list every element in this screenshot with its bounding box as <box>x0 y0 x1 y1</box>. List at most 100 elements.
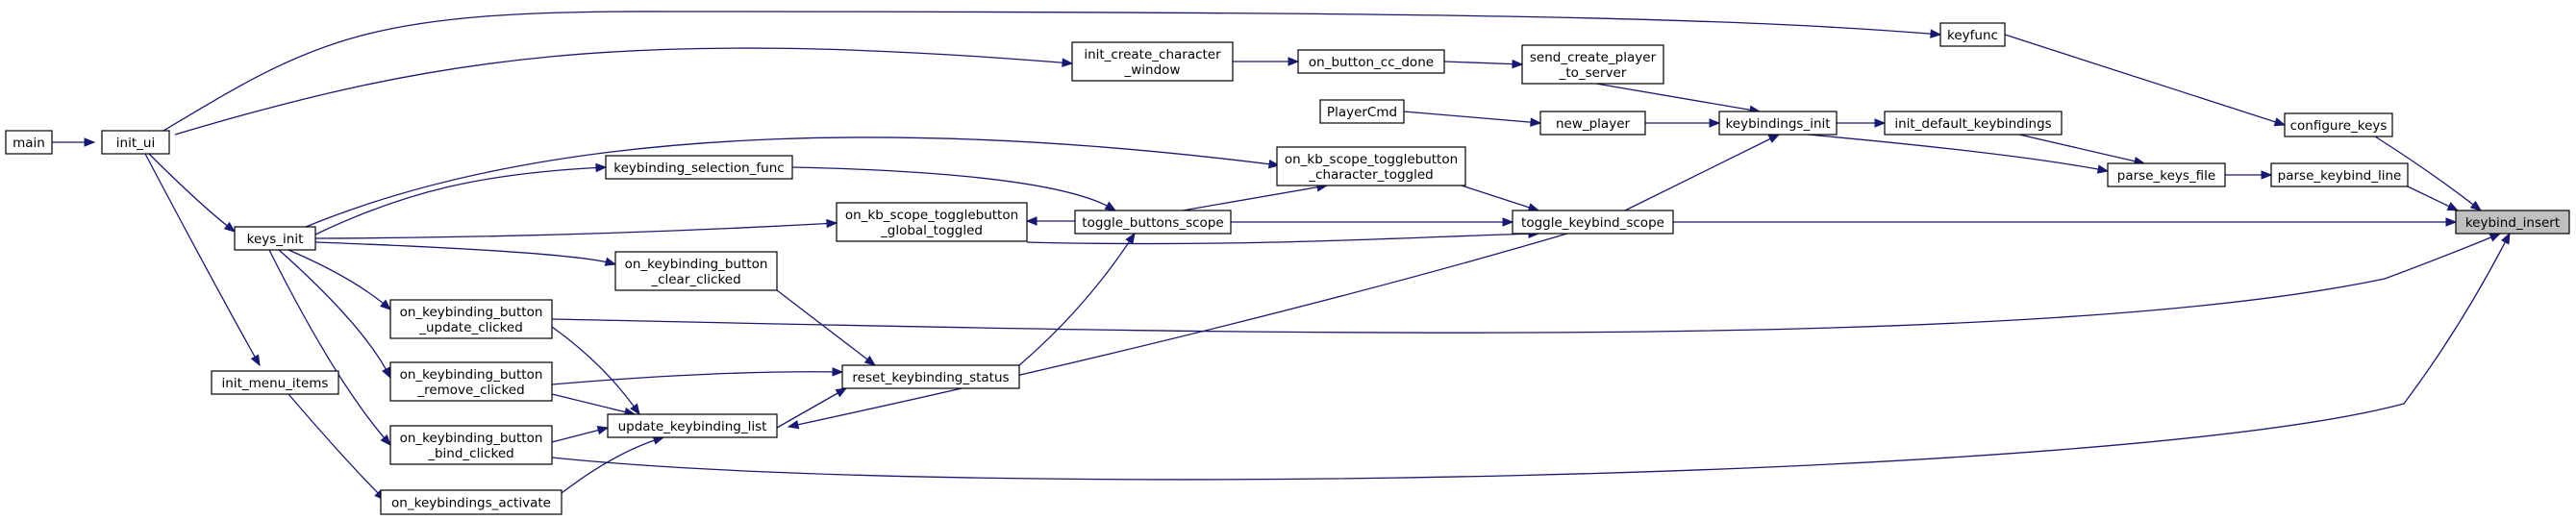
call-edge <box>776 387 847 429</box>
edge-arrowhead <box>1267 159 1281 169</box>
node-configure-keys[interactable]: configure_keys <box>2284 112 2393 137</box>
call-edge <box>1595 83 1761 112</box>
call-edge <box>551 233 2511 481</box>
node-box <box>211 370 339 395</box>
call-edge <box>2004 34 2286 126</box>
edge-arrowhead <box>2445 217 2458 227</box>
node-box <box>2455 210 2570 235</box>
node-box <box>389 299 553 339</box>
node-label: toggle_keybind_scope <box>1521 215 1664 231</box>
node-send-create-player-to-server[interactable]: send_create_player_to_server <box>1521 44 1664 85</box>
node-main[interactable]: main <box>5 130 53 155</box>
node-label: _bind_clicked <box>427 446 514 461</box>
edge-arrowhead <box>595 162 608 173</box>
call-edge <box>1182 185 1328 211</box>
edge-arrowhead <box>2273 117 2287 127</box>
edge-arrowhead <box>1874 118 1887 128</box>
call-edge <box>1624 134 1780 211</box>
node-box <box>380 489 563 515</box>
node-keybinding-selection-func[interactable]: keybinding_selection_func <box>605 155 793 180</box>
edge-arrowhead <box>2446 202 2460 211</box>
edge-arrowhead <box>1709 118 1721 128</box>
call-edge <box>1443 61 1523 65</box>
node-label: keyfunc <box>1947 28 1998 43</box>
call-edge <box>551 393 636 415</box>
node-label: init_ui <box>116 136 155 151</box>
node-box <box>836 202 1028 242</box>
node-box <box>1074 210 1232 235</box>
node-label: init_default_keybindings <box>1894 116 2051 132</box>
node-on-keybinding-button-update-clicked[interactable]: on_keybinding_button_update_clicked <box>389 299 553 339</box>
node-label: _remove_clicked <box>416 383 524 398</box>
node-box <box>234 226 316 251</box>
node-init-default-keybindings[interactable]: init_default_keybindings <box>1884 111 2063 136</box>
node-label: init_create_character <box>1084 47 1221 62</box>
edge-arrowhead <box>381 366 391 380</box>
node-init-create-character-window[interactable]: init_create_character_window <box>1071 41 1234 82</box>
node-label: _update_clicked <box>418 320 523 335</box>
node-on-keybinding-button-bind-clicked[interactable]: on_keybinding_button_bind_clicked <box>389 425 553 465</box>
node-label: on_kb_scope_togglebutton <box>1285 152 1458 167</box>
node-new-player[interactable]: new_player <box>1539 111 1646 136</box>
call-edge <box>278 249 391 379</box>
node-on-kb-scope-togglebutton-global-toggled[interactable]: on_kb_scope_togglebutton_global_toggled <box>836 202 1028 242</box>
node-label: keybind_insert <box>2465 215 2560 231</box>
node-on-keybindings-activate[interactable]: on_keybindings_activate <box>380 489 563 515</box>
node-box <box>841 364 1020 389</box>
edge-arrowhead <box>223 221 237 233</box>
call-edge <box>2018 134 2145 164</box>
edge-arrowhead <box>84 137 96 147</box>
call-edge <box>174 47 1073 136</box>
node-parse-keybind-line[interactable]: parse_keybind_line <box>2270 162 2409 187</box>
node-init-ui[interactable]: init_ui <box>101 130 170 155</box>
node-toggle-buttons-scope[interactable]: toggle_buttons_scope <box>1074 210 1232 235</box>
edge-arrowhead <box>1288 57 1300 66</box>
node-box <box>1521 44 1664 85</box>
node-box <box>607 413 778 438</box>
node-box <box>605 155 793 180</box>
node-label: parse_keys_file <box>2117 168 2215 184</box>
edge-arrowhead <box>2488 233 2502 242</box>
node-box <box>2107 162 2226 187</box>
call-edge <box>551 233 2501 334</box>
call-edge <box>1403 111 1541 124</box>
node-update-keybinding-list[interactable]: update_keybinding_list <box>607 413 778 438</box>
call-edge <box>144 153 261 366</box>
node-keyfunc[interactable]: keyfunc <box>1939 22 2006 47</box>
call-edge <box>314 241 616 265</box>
node-label: configure_keys <box>2290 118 2388 134</box>
edge-arrowhead <box>2469 200 2483 211</box>
node-box <box>2270 162 2409 187</box>
node-init-menu-items[interactable]: init_menu_items <box>211 370 339 395</box>
node-on-keybinding-button-clear-clicked[interactable]: on_keybinding_button_clear_clicked <box>614 251 778 291</box>
call-edge <box>1461 185 1539 211</box>
call-edge <box>305 136 1280 228</box>
node-box <box>1718 111 1838 136</box>
node-box <box>1884 111 2063 136</box>
node-parse-keys-file[interactable]: parse_keys_file <box>2107 162 2226 187</box>
node-label: _window <box>1124 62 1181 78</box>
edge-arrowhead <box>863 355 877 366</box>
edge-arrowhead <box>835 387 848 398</box>
call-edge <box>2374 136 2482 211</box>
node-reset-keybinding-status[interactable]: reset_keybinding_status <box>841 364 1020 389</box>
call-edge <box>776 289 876 366</box>
node-on-kb-scope-togglebutton-character-toggled[interactable]: on_kb_scope_togglebutton_character_toggl… <box>1276 146 1466 186</box>
edge-arrowhead <box>832 367 844 377</box>
node-box <box>1539 111 1646 136</box>
node-on-keybinding-button-remove-clicked[interactable]: on_keybinding_button_remove_clicked <box>389 361 553 402</box>
node-label: new_player <box>1556 116 1631 132</box>
edge-arrowhead <box>787 420 800 430</box>
node-keybindings-init[interactable]: keybindings_init <box>1718 111 1838 136</box>
edge-arrowhead <box>596 426 610 435</box>
node-keys-init[interactable]: keys_init <box>234 226 316 251</box>
call-edges <box>52 11 2511 501</box>
call-edge <box>148 153 236 233</box>
node-PlayerCmd[interactable]: PlayerCmd <box>1319 99 1405 124</box>
node-keybind-insert[interactable]: keybind_insert <box>2455 210 2570 235</box>
edge-arrowhead <box>2500 232 2511 245</box>
node-label: keys_init <box>247 232 304 247</box>
node-toggle-keybind-scope[interactable]: toggle_keybind_scope <box>1512 210 1674 235</box>
node-on-button-cc-done[interactable]: on_button_cc_done <box>1297 49 1445 74</box>
